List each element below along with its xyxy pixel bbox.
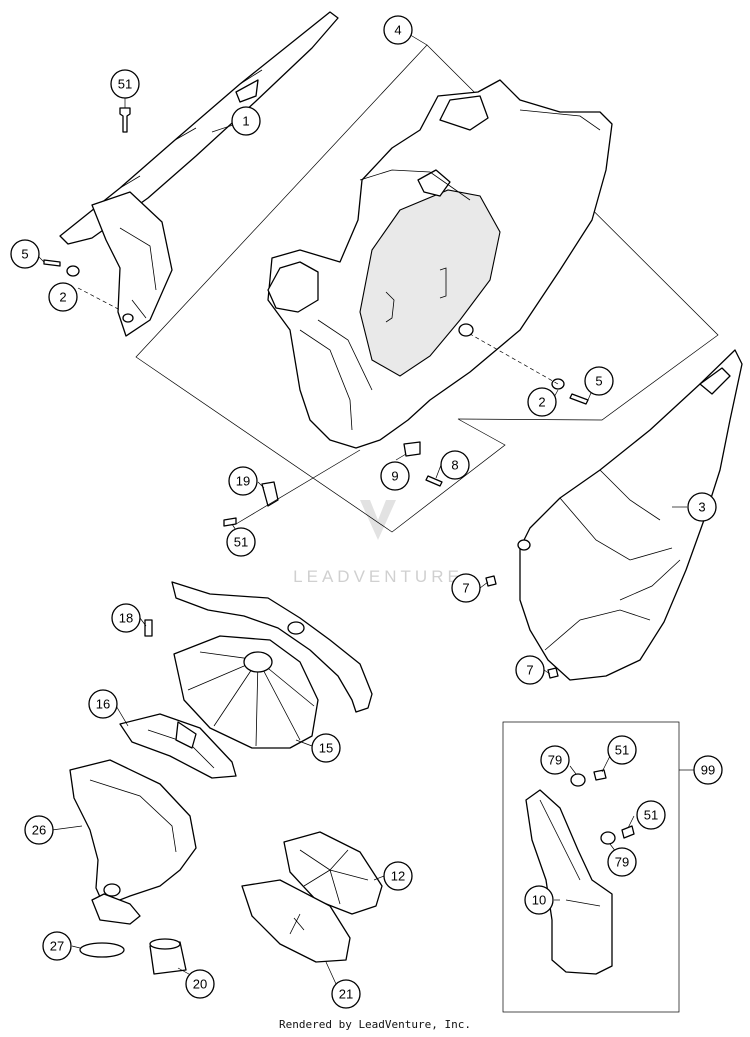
callout[interactable]: 20: [185, 969, 215, 999]
part-27-20-clamp-sleeve: [79, 938, 187, 975]
part-1-rail: [59, 11, 339, 337]
svg-text:2: 2: [538, 395, 545, 410]
part-15-filter-cage: [171, 581, 373, 749]
callout[interactable]: 8: [440, 450, 470, 480]
callout[interactable]: 5: [10, 239, 40, 269]
svg-text:10: 10: [532, 893, 546, 908]
svg-text:5: 5: [595, 374, 602, 389]
leader-lines: [35, 29, 694, 985]
svg-text:79: 79: [615, 855, 629, 870]
callout[interactable]: 1: [231, 106, 261, 136]
svg-text:99: 99: [701, 763, 715, 778]
svg-text:18: 18: [119, 611, 133, 626]
callout[interactable]: 79: [540, 745, 570, 775]
svg-text:51: 51: [615, 743, 629, 758]
svg-text:9: 9: [391, 469, 398, 484]
callout[interactable]: 12: [383, 861, 413, 891]
svg-text:79: 79: [548, 753, 562, 768]
svg-text:16: 16: [96, 697, 110, 712]
svg-text:21: 21: [339, 987, 353, 1002]
svg-text:27: 27: [50, 939, 64, 954]
callout[interactable]: 5: [584, 366, 614, 396]
svg-text:7: 7: [526, 663, 533, 678]
svg-text:1: 1: [242, 114, 249, 129]
callout[interactable]: 7: [515, 655, 545, 685]
svg-text:19: 19: [236, 474, 250, 489]
part-10-duct: [525, 789, 613, 975]
callout[interactable]: 51: [636, 800, 666, 830]
callout[interactable]: 19: [228, 466, 258, 496]
hardware: [43, 107, 635, 845]
part-3-side-cover: [517, 349, 743, 681]
svg-text:51: 51: [234, 535, 248, 550]
callout[interactable]: 2: [527, 387, 557, 417]
callout[interactable]: 27: [42, 931, 72, 961]
footer-credit: Rendered by LeadVenture, Inc.: [278, 1018, 472, 1031]
svg-text:7: 7: [462, 581, 469, 596]
callout[interactable]: 51: [110, 69, 140, 99]
callout[interactable]: 18: [111, 603, 141, 633]
svg-text:12: 12: [391, 869, 405, 884]
part-21-foam: [241, 879, 351, 963]
callout[interactable]: 99: [693, 755, 723, 785]
callout[interactable]: 10: [524, 885, 554, 915]
part-4-airbox: [267, 79, 613, 449]
svg-text:5: 5: [21, 247, 28, 262]
watermark-text: LEADVENTURE: [293, 567, 463, 586]
svg-text:51: 51: [118, 77, 132, 92]
callout[interactable]: 2: [48, 282, 78, 312]
callout[interactable]: 16: [88, 689, 118, 719]
svg-text:51: 51: [644, 808, 658, 823]
svg-text:3: 3: [698, 500, 705, 515]
svg-text:8: 8: [451, 458, 458, 473]
part-12-cover: [283, 831, 383, 915]
kit-box-99: [502, 721, 680, 1013]
callout[interactable]: 21: [331, 979, 361, 1009]
svg-text:15: 15: [319, 741, 333, 756]
callout[interactable]: 51: [607, 735, 637, 765]
svg-text:20: 20: [193, 977, 207, 992]
callout[interactable]: 9: [380, 461, 410, 491]
svg-text:26: 26: [32, 823, 46, 838]
part-26-intake-housing: [69, 759, 197, 925]
callouts: 51 1 4 5 2 5 2 3 8 9 19 51 7 7 18 16 15 …: [10, 15, 723, 1009]
callout[interactable]: 4: [383, 15, 413, 45]
callout[interactable]: 79: [607, 847, 637, 877]
svg-text:4: 4: [394, 23, 401, 38]
callout[interactable]: 15: [311, 733, 341, 763]
svg-text:2: 2: [59, 290, 66, 305]
callout[interactable]: 51: [226, 527, 256, 557]
callout[interactable]: 3: [687, 492, 717, 522]
callout[interactable]: 7: [451, 573, 481, 603]
part-16-filter-support: [119, 713, 237, 779]
watermark: LEADVENTURE: [293, 500, 463, 586]
callout[interactable]: 26: [24, 815, 54, 845]
